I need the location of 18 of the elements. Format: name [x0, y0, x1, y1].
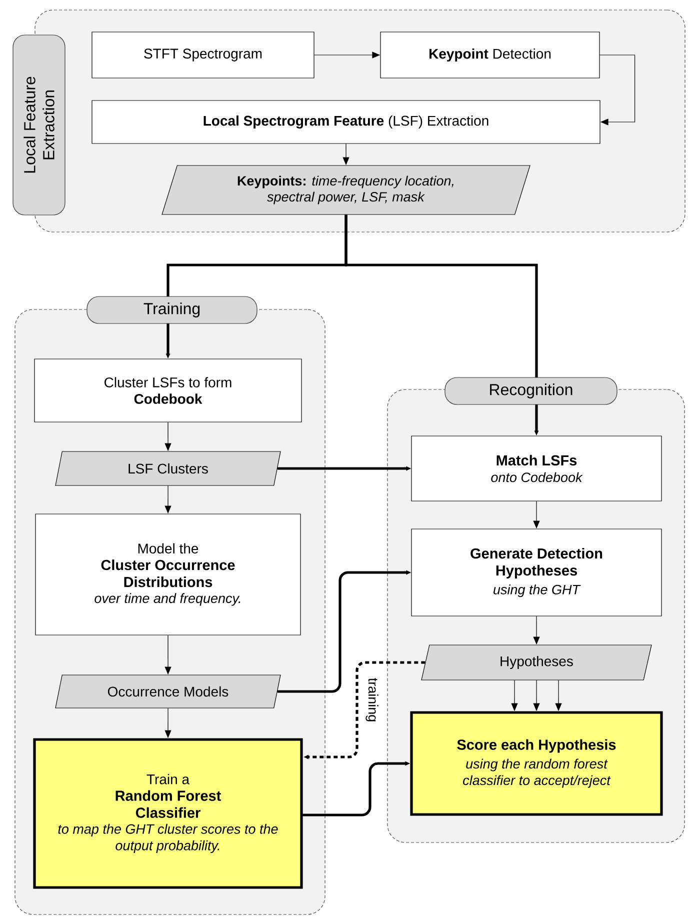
highlighted-box: Train a Random Forest Classifier to map the GHT cluster scores to the output probability.: [33, 738, 303, 889]
data-parallelogram: Hypotheses: [421, 644, 652, 680]
data-parallelogram: LSF Clusters: [55, 451, 281, 486]
process-box: STFT Spectrogram: [92, 32, 314, 78]
edge-label: training: [366, 678, 378, 722]
arrow: [600, 54, 636, 126]
highlighted-box: Score each Hypothesis using the random forest classifier to accept/reject: [410, 711, 663, 816]
process-box: Generate Detection Hypotheses using the GHT: [411, 528, 662, 616]
data-parallelogram: Keypoints: time-frequency location, spectral power, LSF, mask: [162, 165, 530, 215]
section-tab: Local Feature Extraction: [12, 34, 66, 216]
process-box: Keypoint Detection: [380, 32, 600, 78]
process-box: Local Spectrogram Feature (LSF) Extraction: [92, 100, 600, 144]
process-box: Match LSFs onto Codebook: [411, 436, 662, 502]
section-tab: Recognition: [444, 377, 618, 405]
process-box: Cluster LSFs to form Codebook: [34, 358, 302, 422]
data-parallelogram: Occurrence Models: [55, 674, 281, 708]
section-tab: Training: [86, 296, 258, 324]
process-box: Model the Cluster Occurrence Distributions over time and frequency.: [35, 514, 301, 636]
